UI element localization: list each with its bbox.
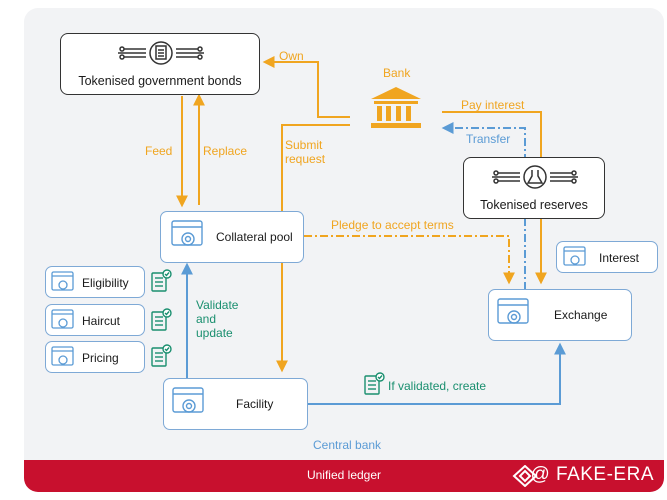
window-gear-icon bbox=[171, 220, 203, 246]
circuit-document-icon bbox=[118, 41, 204, 65]
own-label: Own bbox=[279, 49, 304, 63]
exchange-label: Exchange bbox=[554, 308, 608, 322]
unified-ledger-bar: Unified ledger @ FAKE-ERA bbox=[24, 460, 664, 492]
collateral-pool-box: Collateral pool bbox=[160, 211, 304, 263]
eligibility-box: Eligibility bbox=[45, 266, 145, 298]
circuit-flask-icon bbox=[492, 165, 578, 189]
transfer-label: Transfer bbox=[466, 132, 511, 146]
diamond-logo-icon bbox=[512, 465, 538, 487]
pay-interest-label: Pay interest bbox=[461, 98, 525, 112]
window-gear-icon bbox=[51, 309, 74, 329]
own-arrow bbox=[262, 56, 350, 118]
collateral-pool-label: Collateral pool bbox=[216, 230, 293, 244]
submit-request-label: Submit request bbox=[285, 138, 326, 166]
feed-label: Feed bbox=[145, 144, 173, 158]
checklist-icon bbox=[151, 269, 172, 292]
checklist-icon bbox=[151, 344, 172, 367]
pricing-label: Pricing bbox=[82, 351, 119, 365]
pledge-arrow bbox=[304, 235, 515, 285]
window-gear-icon bbox=[172, 387, 204, 413]
central-bank-label: Central bank bbox=[313, 438, 382, 452]
replace-label: Replace bbox=[203, 144, 248, 158]
submit-request-arrow bbox=[276, 124, 350, 373]
interest-box: Interest bbox=[556, 241, 658, 273]
window-gear-icon bbox=[51, 271, 74, 291]
validate-update-label: Validate and update bbox=[196, 298, 239, 340]
facility-box: Facility bbox=[163, 378, 308, 430]
window-gear-icon bbox=[51, 346, 74, 366]
pay-interest-arrow bbox=[442, 111, 547, 285]
transfer-arrow bbox=[441, 122, 526, 290]
pricing-box: Pricing bbox=[45, 341, 145, 373]
brand-watermark: @ FAKE-ERA bbox=[530, 464, 654, 485]
bank-label: Bank bbox=[383, 66, 411, 80]
if-validated-label: If validated, create bbox=[388, 379, 487, 393]
exchange-box: Exchange bbox=[488, 289, 632, 341]
tokenised-reserves-box: Tokenised reserves bbox=[463, 157, 605, 219]
bank-icon bbox=[371, 87, 421, 128]
create-arrow bbox=[308, 342, 566, 405]
eligibility-label: Eligibility bbox=[82, 276, 129, 290]
haircut-label: Haircut bbox=[82, 314, 121, 328]
tokenised-government-bonds-box: Tokenised government bonds bbox=[60, 33, 260, 95]
checklist-icon bbox=[151, 308, 172, 331]
interest-label: Interest bbox=[599, 251, 640, 265]
unified-ledger-label: Unified ledger bbox=[306, 468, 382, 482]
window-gear-icon bbox=[497, 298, 529, 324]
tokenised-government-bonds-label: Tokenised government bonds bbox=[78, 74, 242, 88]
facility-label: Facility bbox=[236, 397, 274, 411]
pledge-label: Pledge to accept terms bbox=[331, 218, 454, 232]
tokenised-reserves-label: Tokenised reserves bbox=[480, 198, 588, 212]
haircut-box: Haircut bbox=[45, 304, 145, 336]
checklist-icon bbox=[364, 372, 385, 395]
window-gear-icon bbox=[563, 246, 586, 266]
